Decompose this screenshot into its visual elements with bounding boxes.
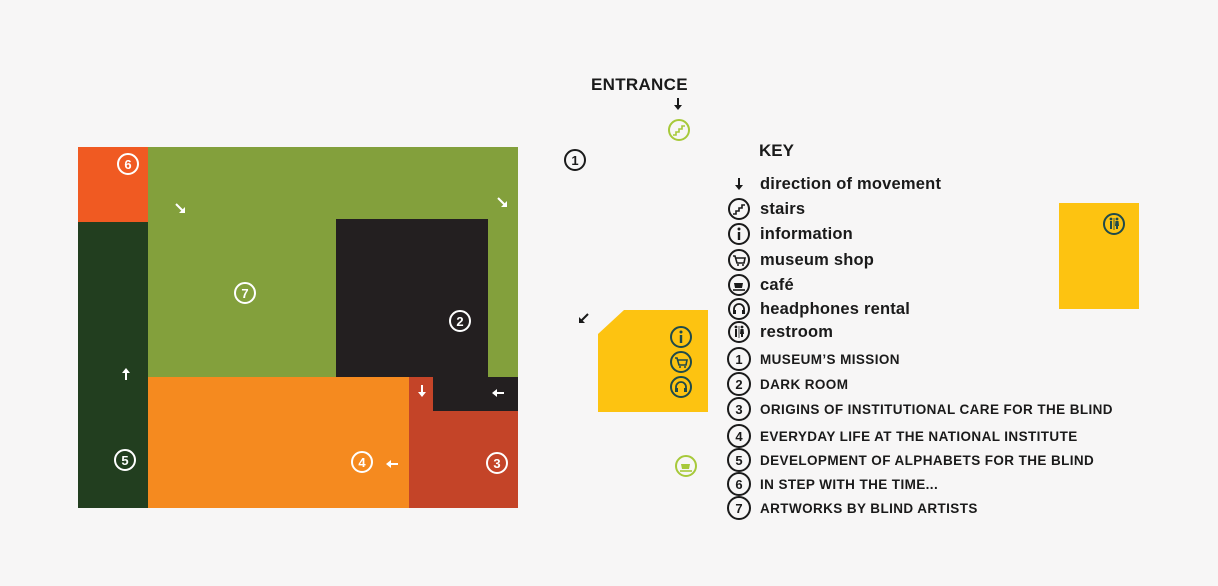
legend-item: stairs	[727, 197, 805, 221]
stairs-icon	[668, 119, 690, 141]
legend-room-item: 1 MUSEUM’S MISSION	[727, 347, 900, 371]
legend-label: direction of movement	[760, 174, 942, 193]
room-number-badge: 1	[727, 347, 751, 371]
legend-item: museum shop	[727, 248, 874, 272]
legend-item: direction of movement	[727, 172, 941, 196]
room-number-3: 3	[486, 452, 508, 474]
room-2-corridor	[433, 377, 518, 411]
room-number-badge: 4	[727, 424, 751, 448]
legend-item: café	[727, 273, 794, 297]
headphones-icon	[670, 376, 692, 398]
legend-label: information	[760, 224, 853, 243]
room-number-badge: 2	[727, 372, 751, 396]
room-number-badge: 5	[727, 448, 751, 472]
restroom-icon	[1103, 213, 1125, 235]
legend-room-item: 5 DEVELOPMENT OF ALPHABETS FOR THE BLIND	[727, 448, 1094, 472]
key-title: KEY	[759, 141, 794, 160]
legend-room-label: EVERYDAY LIFE AT THE NATIONAL INSTITUTE	[760, 428, 1078, 444]
room-number-2: 2	[449, 310, 471, 332]
room-number-7: 7	[234, 282, 256, 304]
legend-label: stairs	[760, 199, 806, 218]
headphones-icon	[727, 297, 751, 321]
legend-label: headphones rental	[760, 299, 911, 318]
movement-arrow-icon	[386, 460, 398, 468]
movement-arrow-icon	[122, 368, 130, 380]
room-number-badge: 7	[727, 496, 751, 520]
legend-label: restroom	[760, 322, 834, 341]
movement-arrow-icon	[175, 203, 185, 213]
legend-item: restroom	[727, 320, 833, 344]
legend-room-item: 6 IN STEP WITH THE TIME...	[727, 472, 938, 496]
legend-room-item: 2 DARK ROOM	[727, 372, 848, 396]
coffee-cup-icon	[675, 455, 697, 477]
room-5-area	[78, 222, 148, 508]
legend-label: café	[760, 275, 794, 294]
entrance-label: ENTRANCE	[591, 75, 688, 94]
entrance-arrow-icon	[674, 98, 682, 110]
movement-arrow-icon	[492, 389, 504, 397]
room-number-1: 1	[564, 149, 586, 171]
restroom-area	[1059, 203, 1139, 309]
coffee-cup-icon	[727, 273, 751, 297]
information-icon	[727, 222, 751, 246]
legend-room-item: 3 ORIGINS OF INSTITUTIONAL CARE FOR THE …	[727, 397, 1113, 421]
legend-room-item: 7 ARTWORKS BY BLIND ARTISTS	[727, 496, 978, 520]
movement-arrow-icon	[497, 197, 507, 207]
legend-room-label: DEVELOPMENT OF ALPHABETS FOR THE BLIND	[760, 452, 1095, 468]
movement-arrow-icon	[579, 313, 589, 323]
information-icon	[670, 326, 692, 348]
room-2-area	[336, 219, 488, 377]
cart-icon	[727, 248, 751, 272]
room-number-6: 6	[117, 153, 139, 175]
room-number-badge: 3	[727, 397, 751, 421]
legend-label: museum shop	[760, 250, 875, 269]
legend-room-label: ARTWORKS BY BLIND ARTISTS	[760, 500, 978, 516]
legend-item: headphones rental	[727, 297, 910, 321]
legend-room-label: MUSEUM’S MISSION	[760, 351, 900, 367]
stairs-icon	[727, 197, 751, 221]
legend-item: information	[727, 222, 853, 246]
movement-arrow-icon	[418, 385, 426, 397]
down-arrow-icon	[727, 172, 751, 196]
room-number-badge: 6	[727, 472, 751, 496]
legend-room-item: 4 EVERYDAY LIFE AT THE NATIONAL INSTITUT…	[727, 424, 1078, 448]
room-4-area	[148, 377, 409, 508]
legend-room-label: DARK ROOM	[760, 376, 849, 392]
cart-icon	[670, 351, 692, 373]
restroom-icon	[727, 320, 751, 344]
legend-room-label: IN STEP WITH THE TIME...	[760, 476, 939, 492]
room-number-4: 4	[351, 451, 373, 473]
legend-room-label: ORIGINS OF INSTITUTIONAL CARE FOR THE BL…	[760, 401, 1113, 417]
room-number-5: 5	[114, 449, 136, 471]
